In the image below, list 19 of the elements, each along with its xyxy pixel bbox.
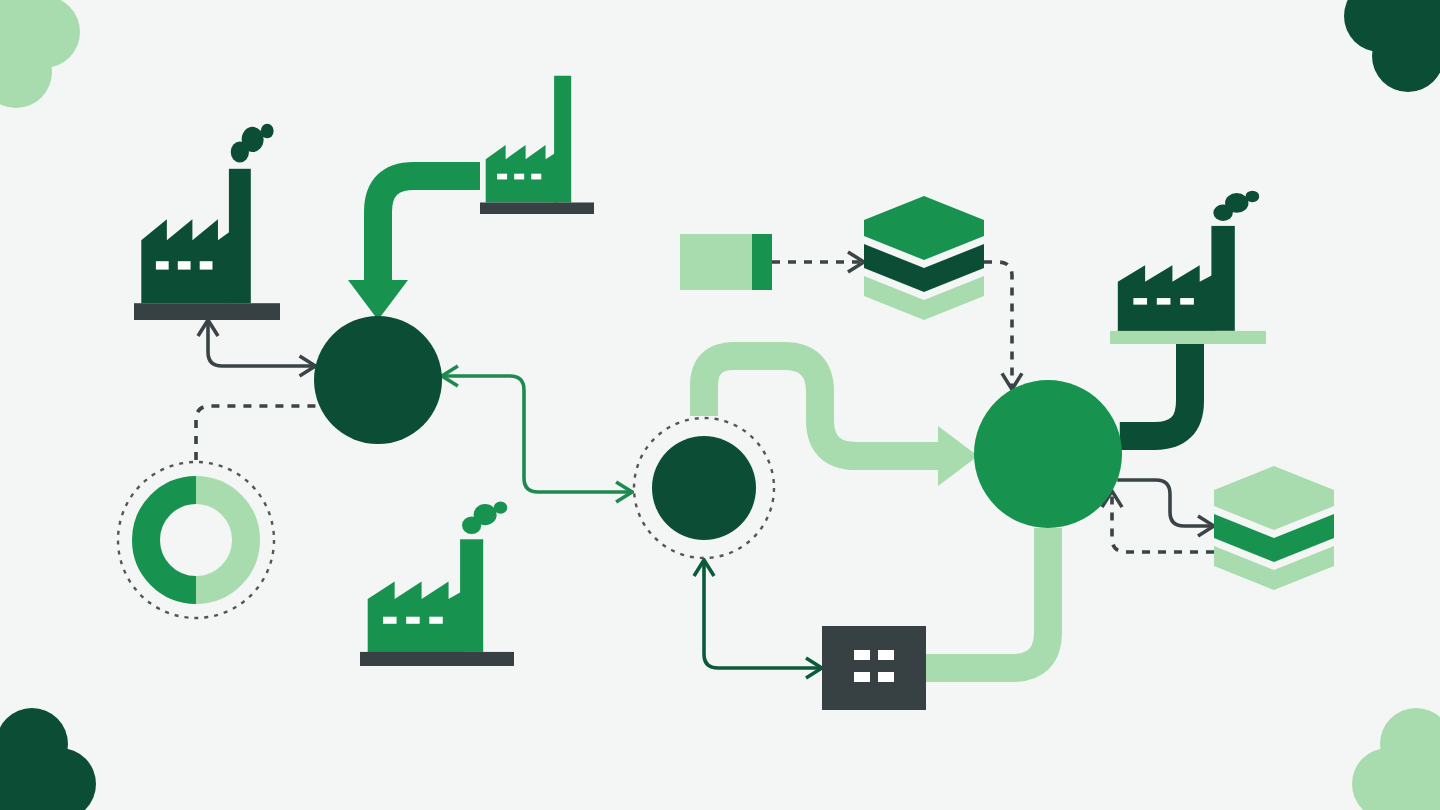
node-circle: [974, 380, 1122, 528]
dashed-arrow: [984, 260, 1024, 392]
arrow: [692, 558, 824, 680]
layer-stack-icon: [1214, 466, 1334, 590]
ringed-circle: [632, 416, 776, 560]
dashed-arrow: [1100, 489, 1214, 554]
dashed-arrow: [772, 250, 866, 274]
arrow: [690, 342, 979, 486]
connector-line: [926, 528, 1062, 682]
factory-icon: [480, 70, 594, 214]
building-icon: [822, 626, 926, 710]
storage-bar: [680, 234, 772, 290]
node-circle: [314, 316, 442, 444]
arrow: [348, 162, 480, 320]
arrow: [440, 364, 634, 504]
arrow: [196, 318, 318, 378]
arrow: [1117, 478, 1216, 538]
layer-stack-icon: [864, 196, 984, 320]
donut-chart-icon: [116, 460, 276, 620]
